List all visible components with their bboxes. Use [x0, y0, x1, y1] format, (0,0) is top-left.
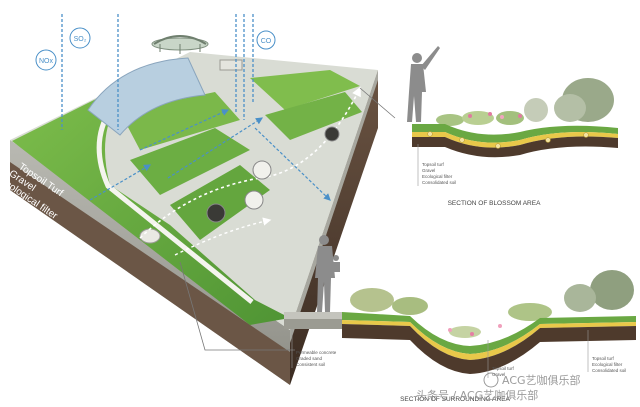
block-right-face: [290, 70, 378, 385]
detail-circle: [324, 126, 340, 142]
surrounding-section-title: SECTION OF SURROUNDING AREA: [400, 396, 510, 403]
pavilion: [151, 35, 209, 54]
block-left-soil: [10, 162, 290, 385]
surrounding-legend-item: Permeable concrete: [296, 350, 337, 355]
watermark-logo-icon: [483, 372, 499, 388]
surrounding-section: Permeable concrete Graded sand Consisten…: [284, 235, 636, 403]
watermark-line-1: ACG艺咖俱乐部: [502, 373, 581, 387]
filtration-flow-arrow: [139, 86, 361, 239]
person-silhouette: [315, 235, 340, 312]
blossom-ground-soil: [412, 136, 618, 158]
detail-circle: [206, 203, 226, 223]
detail-circle: [252, 160, 272, 180]
leader-line: [179, 261, 295, 351]
watermark: ACG艺咖俱乐部 头条号 / ACG艺咖俱乐部: [416, 372, 581, 402]
pollutant-tag: SO₂: [69, 27, 91, 49]
block-building-small: [219, 59, 243, 71]
surrounding-ground-turf: [342, 312, 636, 354]
blossom-legend-item: Topsoil turf: [422, 162, 445, 167]
block-right-top-edge: [290, 70, 378, 343]
blossom-legend-item: Ecological filter: [422, 174, 453, 179]
surrounding-legend-item: Topsoil turf: [592, 356, 615, 361]
surrounding-paving: [284, 312, 342, 319]
blossom-legend-item: Gravel: [422, 168, 435, 173]
blossom-vegetation: [436, 78, 614, 126]
surrounding-paving-base: [284, 319, 342, 329]
pollutant-tag-label: SO₂: [74, 36, 87, 43]
pollutant-lines: [61, 14, 254, 130]
blossom-filter-nodules: [427, 131, 589, 149]
surrounding-legend-item: Consistent soil: [296, 362, 325, 367]
drain-pipe: [139, 228, 161, 244]
surrounding-ground-filter: [342, 320, 636, 360]
runoff-arrows: [89, 109, 331, 201]
person-silhouette: [407, 46, 440, 122]
lawn-terrace-3: [170, 165, 270, 240]
surrounding-legend-mid: Topsoil turf Gravel: [492, 366, 515, 377]
watermark-line-2: 头条号 / ACG艺咖俱乐部: [416, 388, 538, 402]
surrounding-legend-item: Graded sand: [296, 356, 323, 361]
pollutant-tag: CO: [256, 30, 276, 50]
building-dome: [87, 57, 206, 136]
isometric-block: Topsoil Turf Gravel Ecological filter Co…: [0, 14, 378, 385]
surrounding-vegetation: [350, 270, 634, 338]
filtration-flow-arrow-2: [174, 217, 272, 256]
surrounding-legend-item: Ecological filter: [592, 362, 623, 367]
surrounding-legend-item: Gravel: [492, 372, 505, 377]
pollutant-tag: NOx: [35, 49, 57, 71]
blossom-ground-filter: [412, 132, 618, 148]
surrounding-legend-left: Permeable concrete Graded sand Consisten…: [296, 350, 337, 367]
blossom-legend: Topsoil turf Gravel Ecological filter Co…: [422, 162, 456, 185]
leader-line-blossom: [359, 87, 396, 119]
blossom-legend-item: Consolidated soil: [422, 180, 456, 185]
surrounding-legend-item: Topsoil turf: [492, 366, 515, 371]
pollutant-tag-label: CO: [261, 38, 272, 45]
detail-circle: [244, 190, 264, 210]
lawn-upper-right: [250, 70, 360, 110]
blossom-section: Topsoil turf Gravel Ecological filter Co…: [407, 46, 618, 207]
blossom-section-title: SECTION OF BLOSSOM AREA: [448, 200, 541, 207]
surrounding-legend-item: Consolidated soil: [592, 368, 626, 373]
surrounding-ground-soil: [342, 324, 636, 374]
pollutant-tag-label: NOx: [39, 58, 54, 65]
surrounding-legend-right: Topsoil turf Ecological filter Consolida…: [592, 356, 626, 373]
block-layer-labels: Topsoil Turf Gravel Ecological filter Co…: [0, 161, 65, 223]
lawn-main: [12, 72, 290, 325]
lawn-right-2: [265, 92, 362, 140]
